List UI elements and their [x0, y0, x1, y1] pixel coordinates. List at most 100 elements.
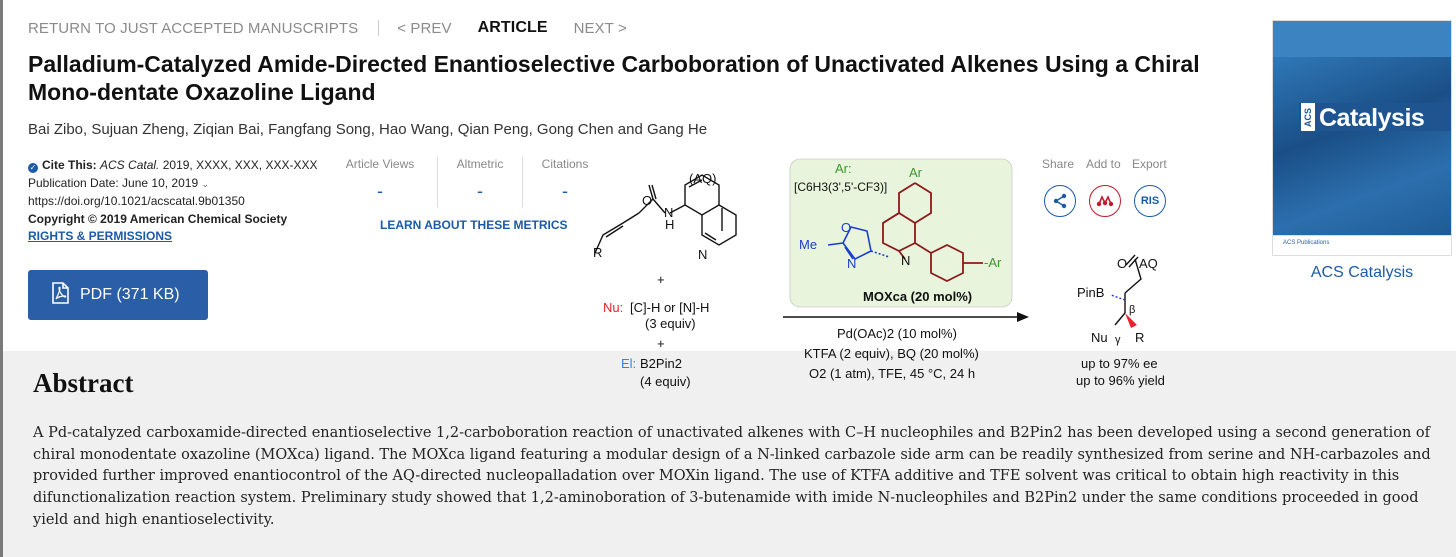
aq-label: (AQ) [689, 171, 716, 186]
product-beta: β [1129, 304, 1135, 316]
product-hash-bond [1110, 294, 1126, 301]
article-nav: RETURN TO JUST ACCEPTED MANUSCRIPTS < PR… [28, 19, 627, 37]
nav-divider [378, 20, 380, 36]
article-views-label: Article Views [345, 157, 415, 171]
substrate-structure [594, 174, 737, 254]
add-to-label: Add to [1086, 157, 1121, 171]
citation-block: ✓ Cite This: ACS Catal. 2019, XXXX, XXX, … [28, 157, 317, 246]
ris-label: RIS [1140, 195, 1160, 207]
metrics-panel: Article Views - Altmetric - Citations - [340, 157, 590, 207]
share-icon [1053, 193, 1067, 209]
plus-sign-1: + [657, 272, 665, 287]
pdf-download-button[interactable]: PDF (371 KB) [28, 270, 208, 320]
condition-1: Pd(OAc)2 (10 mol%) [837, 326, 957, 341]
citations-value: - [562, 181, 568, 201]
cover-art [1273, 57, 1451, 239]
share-button[interactable] [1044, 185, 1076, 217]
arrow-head [1017, 312, 1029, 322]
ligand-box [789, 158, 1013, 308]
nu-prefix: Nu: [603, 300, 623, 315]
cite-journal: ACS Catal. [100, 158, 160, 172]
cover-bottom-band [1273, 235, 1451, 255]
copyright: Copyright © 2019 American Chemical Socie… [28, 211, 288, 226]
quinoline-n: N [698, 247, 707, 262]
metrics-divider [522, 157, 523, 207]
left-edge-bar [0, 0, 3, 557]
cite-ref: 2019, XXXX, XXX, XXX-XXX [162, 158, 318, 172]
mendeley-icon [1096, 195, 1114, 207]
substrate-o: O [642, 193, 652, 208]
cover-title: Catalysis [1319, 104, 1425, 132]
altmetric-value: - [477, 181, 483, 201]
substrate-nh-h: H [665, 217, 674, 232]
citations-metric: Citations - [525, 157, 605, 205]
article-views-value: - [377, 181, 383, 201]
prev-link[interactable]: < PREV [397, 19, 452, 37]
ligand-name: MOXca (20 mol%) [863, 289, 972, 304]
add-to-button[interactable] [1089, 185, 1121, 217]
carbazole-n: N [901, 253, 910, 268]
article-tab[interactable]: ARTICLE [477, 19, 548, 36]
product-aq: AQ [1139, 256, 1158, 271]
el-prefix: El: [621, 356, 636, 371]
doi-link[interactable]: https://doi.org/10.1021/acscatal.9b01350 [28, 194, 245, 208]
pdf-icon [50, 281, 70, 309]
next-link[interactable]: NEXT > [573, 19, 627, 37]
oxazoline-structure [827, 226, 890, 261]
product-nu: Nu [1091, 330, 1108, 345]
metrics-divider [437, 157, 438, 207]
ligand-me: Me [799, 237, 817, 252]
cite-label: Cite This: [42, 158, 97, 172]
ee-result: up to 97% ee [1081, 356, 1158, 371]
el-equiv: (4 equiv) [640, 374, 691, 389]
export-label: Export [1132, 157, 1167, 171]
substrate-nh-n: N [664, 205, 673, 220]
article-views-metric: Article Views - [340, 157, 420, 205]
check-icon: ✓ [28, 163, 38, 173]
article-title: Palladium-Catalyzed Amide-Directed Enant… [28, 51, 1200, 105]
condition-3: O2 (1 atm), TFE, 45 °C, 24 h [809, 366, 975, 381]
ligand-ar-top: Ar [909, 165, 923, 180]
author-list: Bai Zibo, Sujuan Zheng, Ziqian Bai, Fang… [28, 121, 708, 138]
cover-acs-mark: ACS [1301, 103, 1315, 131]
ligand-ar-label: Ar: [835, 161, 852, 176]
yield-result: up to 96% yield [1076, 373, 1165, 388]
altmetric-label: Altmetric [456, 157, 504, 171]
product-wedge [1125, 313, 1137, 328]
nu-text: [C]-H or [N]-H [630, 300, 709, 315]
cover-top-strip [1273, 21, 1451, 57]
cover-title-box [1299, 103, 1451, 131]
product-pinb: PinB [1077, 285, 1104, 300]
return-link[interactable]: RETURN TO JUST ACCEPTED MANUSCRIPTS [28, 19, 359, 37]
pdf-label: PDF (371 KB) [80, 286, 180, 303]
toc-graphic: R O N H N (AQ) + Nu: [C]-H or [N]-H (3 e… [585, 155, 1210, 400]
journal-cover-image[interactable]: ACS Catalysis ACS Publications [1273, 21, 1451, 255]
product-o: O [1117, 256, 1127, 271]
nu-equiv: (3 equiv) [645, 316, 696, 331]
chevron-down-icon[interactable]: ⌄ [201, 178, 210, 189]
ligand-ar-formula: [C6H3(3',5'-CF3)] [794, 180, 887, 194]
carbazole-structure [882, 182, 983, 283]
abstract-section [3, 351, 1456, 557]
substrate-r: R [593, 245, 602, 260]
share-label: Share [1042, 157, 1075, 171]
abstract-heading: Abstract [33, 368, 134, 398]
learn-metrics-link[interactable]: LEARN ABOUT THESE METRICS [380, 218, 568, 232]
journal-cover-card[interactable]: ACS Catalysis ACS Publications [1272, 20, 1452, 256]
citations-label: Citations [541, 157, 589, 171]
product-gamma: γ [1115, 334, 1121, 346]
oxazoline-o: O [841, 220, 851, 235]
publication-date: Publication Date: June 10, 2019 [28, 175, 199, 190]
product-r: R [1135, 330, 1144, 345]
abstract-text: A Pd-catalyzed carboxamide-directed enan… [33, 425, 1431, 528]
altmetric-metric: Altmetric - [440, 157, 520, 205]
plus-sign-2: + [657, 336, 665, 351]
el-text: B2Pin2 [640, 356, 682, 371]
journal-name-link[interactable]: ACS Catalysis [1310, 264, 1414, 281]
rights-permissions-link[interactable]: RIGHTS & PERMISSIONS [28, 229, 173, 243]
condition-2: KTFA (2 equiv), BQ (20 mol%) [804, 346, 979, 361]
export-ris-button[interactable]: RIS [1134, 185, 1166, 217]
ligand-ar-right: -Ar [984, 255, 1002, 270]
cover-publisher: ACS Publications [1283, 240, 1330, 246]
